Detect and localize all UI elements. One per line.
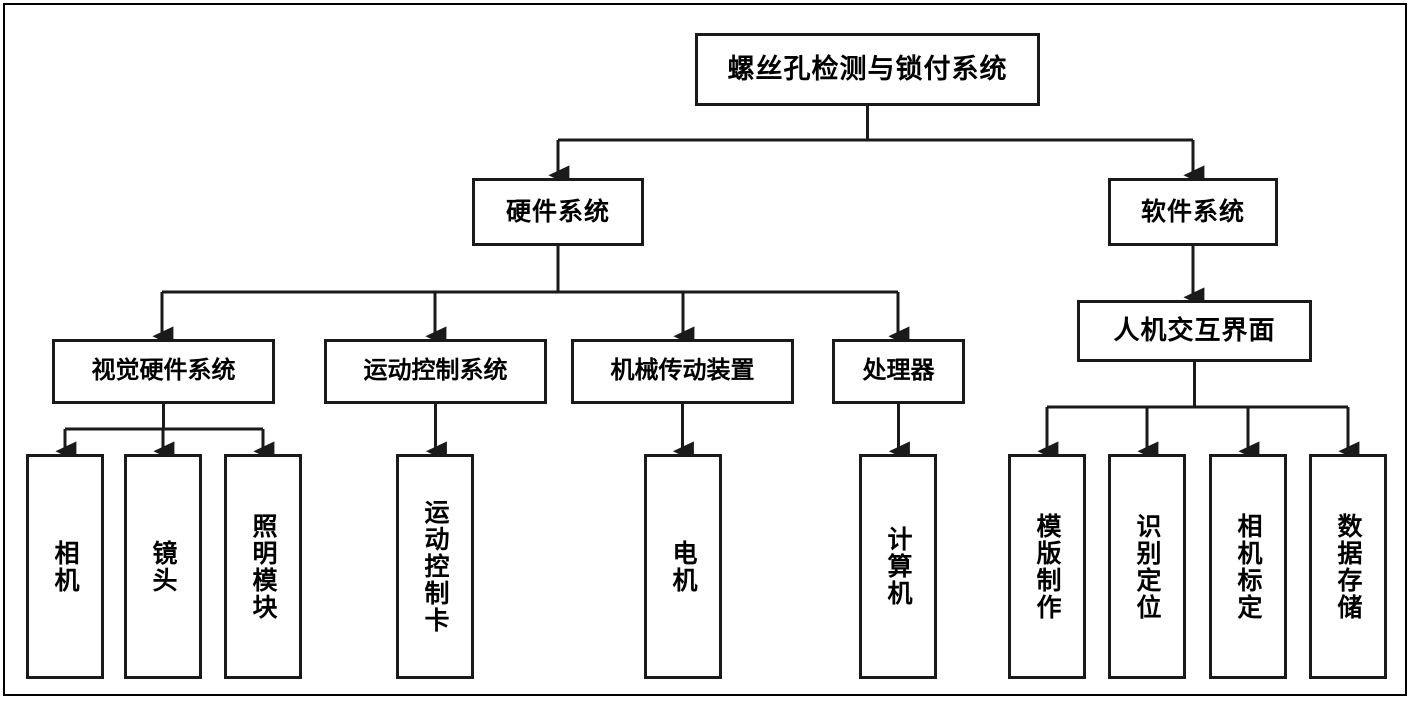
node-software-system-label: 软件系统 xyxy=(1140,198,1245,226)
node-motion-control-system-label: 运动控制系统 xyxy=(363,357,508,385)
node-motion-control-system[interactable]: 运动控制系统 xyxy=(324,339,547,404)
node-recognition-positioning[interactable]: 识别定位 xyxy=(1108,454,1186,679)
node-lens[interactable]: 镜头 xyxy=(124,454,202,679)
edge-paths xyxy=(55,106,1360,462)
node-mechanical-drive-label: 机械传动装置 xyxy=(610,357,755,385)
node-motor-label: 电机 xyxy=(669,539,697,594)
node-lighting-module[interactable]: 照明模块 xyxy=(224,454,302,679)
node-vision-hardware-system-label: 视觉硬件系统 xyxy=(91,357,236,385)
node-motion-control-card[interactable]: 运动控制卡 xyxy=(396,454,474,679)
node-processor[interactable]: 处理器 xyxy=(832,339,965,404)
node-data-storage[interactable]: 数据存储 xyxy=(1309,454,1387,679)
node-camera-calibration[interactable]: 相机标定 xyxy=(1209,454,1287,679)
node-computer-label: 计算机 xyxy=(884,526,912,607)
node-human-machine-interface-label: 人机交互界面 xyxy=(1113,315,1276,346)
node-computer[interactable]: 计算机 xyxy=(859,454,937,679)
node-lighting-module-label: 照明模块 xyxy=(249,512,277,621)
node-human-machine-interface[interactable]: 人机交互界面 xyxy=(1077,300,1312,362)
node-hardware-system-label: 硬件系统 xyxy=(505,198,610,226)
node-template-creation[interactable]: 模版制作 xyxy=(1008,454,1086,679)
node-motion-control-card-label: 运动控制卡 xyxy=(421,499,449,634)
node-camera-calibration-label: 相机标定 xyxy=(1234,512,1262,621)
node-template-creation-label: 模版制作 xyxy=(1033,512,1061,621)
node-hardware-system[interactable]: 硬件系统 xyxy=(472,178,644,246)
node-software-system[interactable]: 软件系统 xyxy=(1108,178,1278,246)
node-root[interactable]: 螺丝孔检测与锁付系统 xyxy=(695,33,1040,106)
node-camera-label: 相机 xyxy=(51,539,79,594)
node-processor-label: 处理器 xyxy=(862,357,935,385)
node-mechanical-drive[interactable]: 机械传动装置 xyxy=(571,339,794,404)
node-vision-hardware-system[interactable]: 视觉硬件系统 xyxy=(52,339,275,404)
node-recognition-positioning-label: 识别定位 xyxy=(1133,512,1161,621)
node-root-label: 螺丝孔检测与锁付系统 xyxy=(727,54,1008,85)
node-data-storage-label: 数据存储 xyxy=(1334,512,1362,621)
node-lens-label: 镜头 xyxy=(149,539,177,594)
node-camera[interactable]: 相机 xyxy=(26,454,104,679)
node-motor[interactable]: 电机 xyxy=(644,454,722,679)
